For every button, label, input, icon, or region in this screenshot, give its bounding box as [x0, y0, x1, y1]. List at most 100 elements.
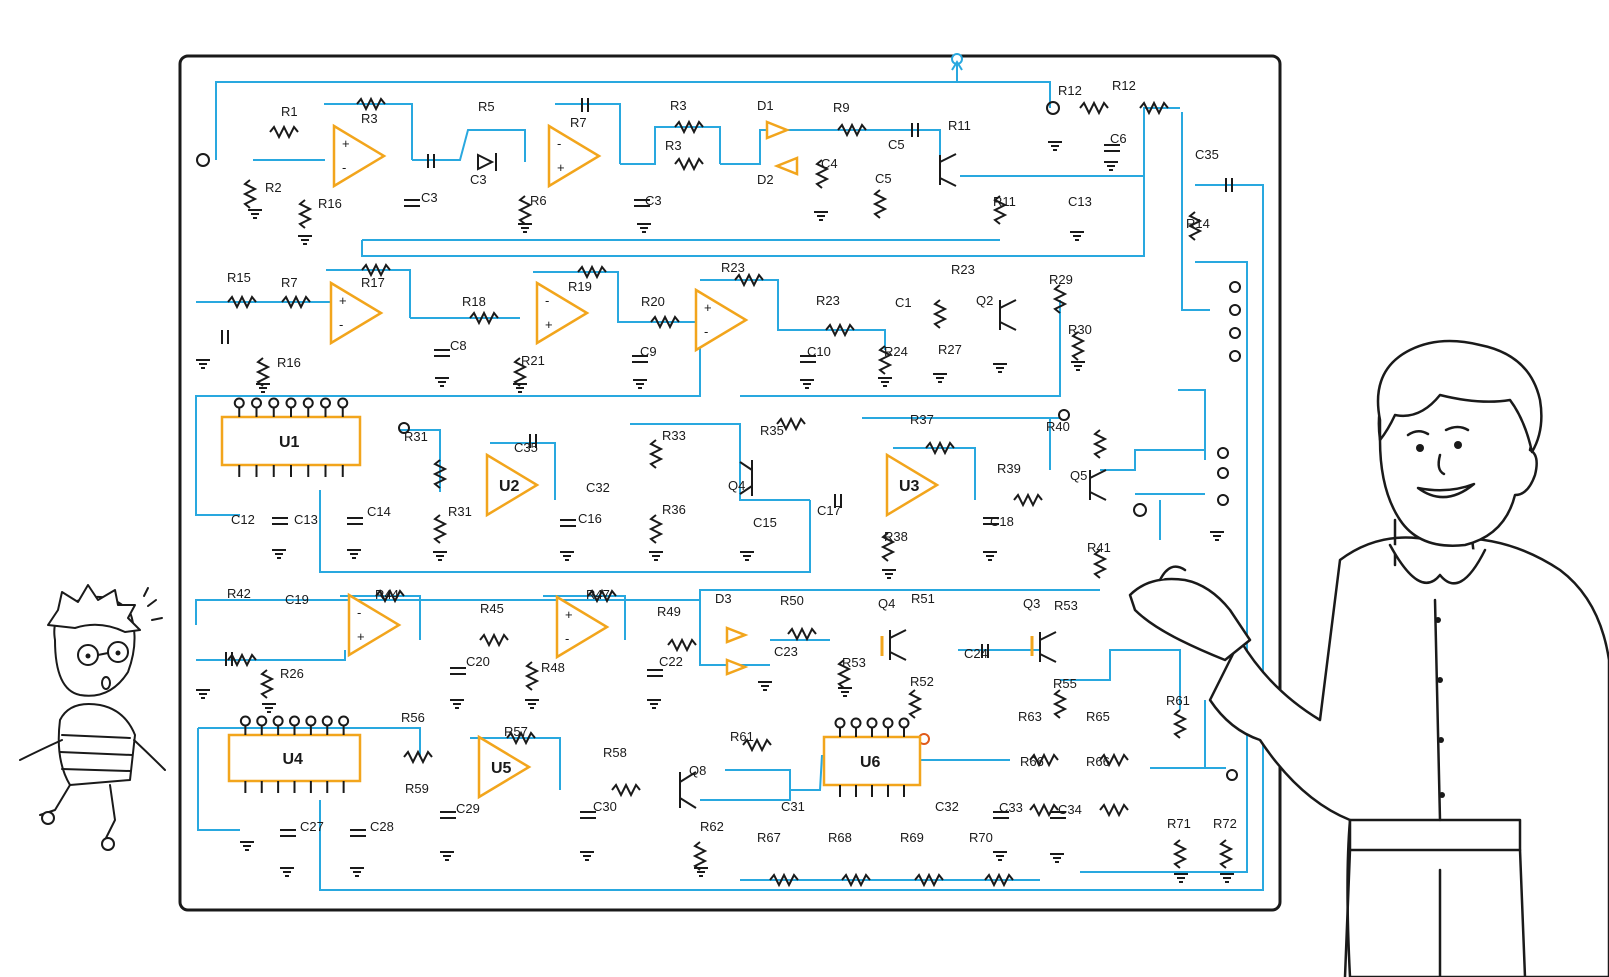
- component-label: Q3: [1023, 596, 1040, 611]
- component-label: R12: [1058, 83, 1082, 98]
- opamp-polarity: -: [565, 631, 569, 646]
- component-label: C3: [645, 193, 662, 208]
- component-label: R20: [641, 294, 665, 309]
- component-label: R31: [448, 504, 472, 519]
- opamp-u2: U2: [485, 452, 540, 518]
- component-label: R68: [828, 830, 852, 845]
- ic-pin-terminal: [882, 717, 894, 729]
- component-label: R36: [662, 502, 686, 517]
- component-label: R67: [757, 830, 781, 845]
- ic-pin-terminal: [338, 715, 350, 727]
- opamp-triangle: [547, 123, 602, 189]
- component-label: R3: [665, 138, 682, 153]
- component-label: R12: [1112, 78, 1136, 93]
- component-label: C24: [964, 646, 988, 661]
- opamp-polarity: +: [357, 629, 365, 644]
- resistors: [227, 96, 1234, 888]
- component-label: R18: [462, 294, 486, 309]
- component-label: C12: [231, 512, 255, 527]
- ic-pin-terminal: [302, 397, 314, 409]
- opamp-polarity: +: [565, 607, 573, 622]
- component-label: C29: [456, 801, 480, 816]
- component-label: R56: [401, 710, 425, 725]
- component-label: R16: [318, 196, 342, 211]
- ic-pin-terminal: [321, 715, 333, 727]
- opamp-triangle: [332, 123, 387, 189]
- opamp-1: +-: [332, 123, 387, 189]
- component-label: C30: [593, 799, 617, 814]
- opamp-polarity: -: [557, 136, 561, 151]
- component-label: R7: [570, 115, 587, 130]
- component-label: R26: [280, 666, 304, 681]
- component-label: C20: [466, 654, 490, 669]
- ic-label: U4: [283, 751, 304, 768]
- component-label: R21: [521, 353, 545, 368]
- component-label: R19: [568, 279, 592, 294]
- ic-pin-terminal: [256, 715, 268, 727]
- component-label: C28: [370, 819, 394, 834]
- component-label: R9: [833, 100, 850, 115]
- component-label: R57: [504, 724, 528, 739]
- opamp-polarity: +: [339, 293, 347, 308]
- component-label: Q5: [1070, 468, 1087, 483]
- ic-pin-terminal: [898, 717, 910, 729]
- component-label: C31: [781, 799, 805, 814]
- component-label: C5: [888, 137, 905, 152]
- component-label: C23: [774, 644, 798, 659]
- component-label: D1: [757, 98, 774, 113]
- component-label: R23: [951, 262, 975, 277]
- component-label: R63: [1018, 709, 1042, 724]
- component-label: R52: [910, 674, 934, 689]
- component-label: C19: [285, 592, 309, 607]
- component-label: C35: [1195, 147, 1219, 162]
- component-label: R50: [780, 593, 804, 608]
- component-label: R48: [541, 660, 565, 675]
- terminals: [196, 101, 1241, 781]
- opamp-polarity: +: [545, 317, 553, 332]
- component-label: C13: [294, 512, 318, 527]
- component-label: R11: [948, 118, 971, 133]
- component-label: C34: [1058, 802, 1082, 817]
- component-label: R23: [816, 293, 840, 308]
- component-label: C35: [514, 440, 538, 455]
- ic-u6: U6: [822, 717, 922, 797]
- component-label: R71: [1167, 816, 1191, 831]
- component-label: R7: [281, 275, 298, 290]
- component-label: R55: [1053, 676, 1077, 691]
- component-label: R24: [884, 344, 908, 359]
- component-label: C1: [895, 295, 912, 310]
- component-label: R6: [530, 193, 547, 208]
- opamp-polarity: +: [557, 160, 565, 175]
- component-label: C16: [578, 511, 602, 526]
- component-label: R1: [281, 104, 298, 119]
- component-label: C27: [300, 819, 324, 834]
- component-label: R38: [884, 529, 908, 544]
- ic-pin-terminal: [233, 397, 245, 409]
- opamp-5: +-: [694, 287, 749, 353]
- component-label: C6: [1110, 131, 1127, 146]
- ic-pin-terminal: [320, 397, 331, 409]
- component-label: C18: [990, 514, 1014, 529]
- component-label: R61: [730, 729, 754, 744]
- component-label: C33: [999, 800, 1023, 815]
- opamp-triangle: [694, 287, 749, 353]
- child-figure: [19, 584, 166, 851]
- opamp-u3: U3: [885, 452, 940, 518]
- whiteboard: [178, 54, 1282, 912]
- opamp-polarity: +: [342, 136, 350, 151]
- component-label: C3: [421, 190, 438, 205]
- component-label: R35: [760, 423, 784, 438]
- ic-pin-terminal: [272, 715, 284, 727]
- component-label: R51: [911, 591, 935, 606]
- component-label: R66: [1086, 754, 1110, 769]
- opamp-7: +-: [555, 594, 610, 660]
- whiteboard-clip-icon: [951, 53, 963, 71]
- component-label: C14: [367, 504, 391, 519]
- component-label: R27: [938, 342, 962, 357]
- ic-pin-terminal: [268, 397, 280, 409]
- opamp-label: U2: [499, 478, 520, 495]
